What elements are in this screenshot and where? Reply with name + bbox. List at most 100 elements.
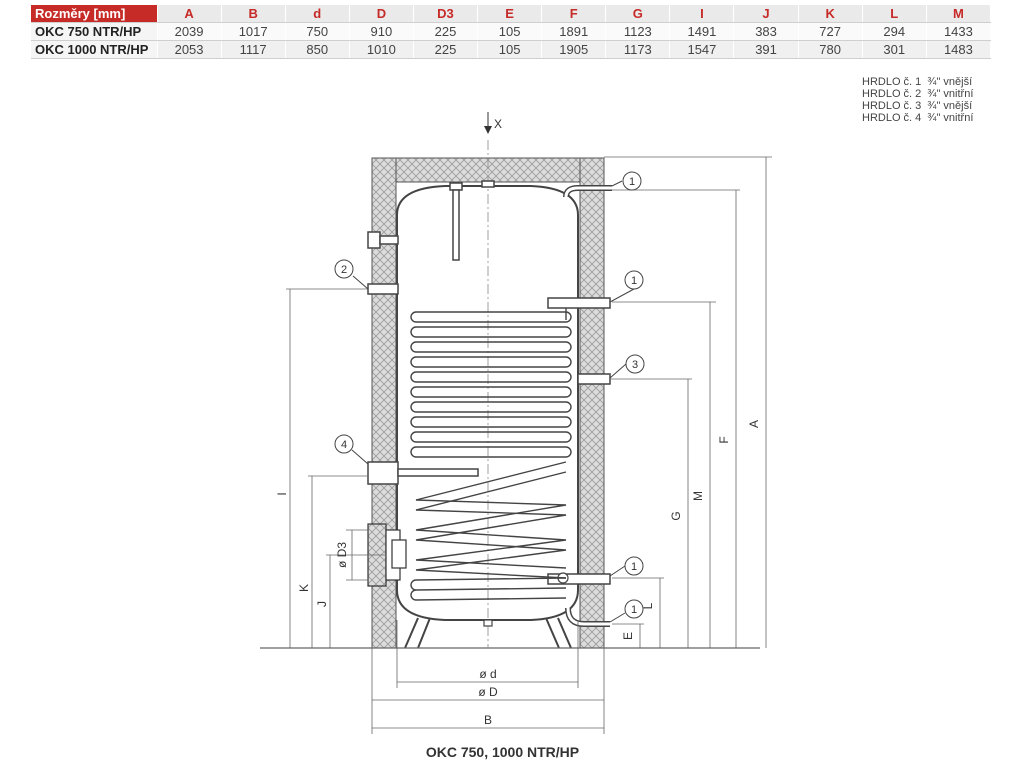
note-label: HRDLO č. 2 [862,88,922,100]
dimension-lines-left [286,288,386,648]
row-model-label: OKC 1000 NTR/HP [31,40,158,59]
column-header: D3 [413,5,479,23]
table-cell: 1483 [926,40,992,59]
column-header: F [541,5,607,23]
dimensions-table: Rozměry [mm] A B d D D3 E F G I J K L M … [31,5,992,59]
dimension-labels-bottom: ø d ø D B [478,667,498,727]
dim-label-x: X [494,117,502,131]
callout-2 [334,259,354,279]
table-cell: 1017 [221,22,286,41]
coil-connection-bottom [547,573,611,585]
callouts [334,171,645,623]
table-cell: 1891 [541,22,607,41]
x-axis-marker: X [484,112,502,134]
dim-label-d: ø d [479,667,496,681]
tank-legs [404,617,572,649]
column-header: L [862,5,927,23]
note-size: ¾" vnitřní [927,112,974,124]
column-header: K [798,5,863,23]
row-model-label: OKC 750 NTR/HP [31,22,158,41]
table-cell: 105 [477,22,543,41]
dim-label-l: L [641,602,655,609]
table-cell: 2053 [157,40,222,59]
note-size: ¾" vnější [927,100,973,112]
table-corner-label: Rozměry [mm] [31,5,158,23]
table-cell: 727 [798,22,863,41]
column-header: J [733,5,799,23]
note-label: HRDLO č. 3 [862,100,922,112]
table-cell: 383 [733,22,799,41]
table-cell: 225 [413,40,479,59]
column-header: E [477,5,543,23]
dim-label-i: I [275,492,289,495]
callout-1-drain [624,599,644,619]
table-cell: 850 [285,40,350,59]
note-item: HRDLO č. 4 ¾" vnitřní [862,112,973,124]
callout-label: 1 [631,561,637,573]
dimension-lines-right [604,156,772,648]
dim-label-b: B [484,713,492,727]
note-item: HRDLO č. 2 ¾" vnitřní [862,88,973,100]
note-size: ¾" vnitřní [927,88,974,100]
callout-label: 1 [629,176,635,188]
dim-label-a: A [747,420,761,428]
callout-4 [334,434,354,454]
table-cell: 1123 [605,22,671,41]
column-header: A [157,5,222,23]
note-item: HRDLO č. 3 ¾" vnější [862,100,973,112]
coil-connection-top [547,297,611,309]
dim-label-e: E [621,632,635,640]
column-header: I [669,5,735,23]
table-cell: 750 [285,22,350,41]
table-cell: 1117 [221,40,286,59]
dimension-lines-bottom [371,620,605,734]
table-header-row: Rozměry [mm] A B d D D3 E F G I J K L M [31,5,992,23]
table-cell: 1010 [349,40,414,59]
table-row: OKC 750 NTR/HP 2039 1017 750 910 225 105… [31,22,992,41]
column-header: d [285,5,350,23]
callout-label: 2 [341,264,347,276]
table-row: OKC 1000 NTR/HP 2053 1117 850 1010 225 1… [31,40,992,59]
column-header: D [349,5,414,23]
dim-label-g: G [669,511,683,520]
note-label: HRDLO č. 4 [862,112,922,124]
dim-label-d3: ø D3 [335,542,349,568]
dim-label-f: F [717,436,731,443]
callout-labels: 1 2 1 3 4 1 1 [341,176,638,616]
anode-rod [449,180,495,261]
callout-label: 4 [341,439,347,451]
connection-2 [367,283,399,295]
drawing-caption: OKC 750, 1000 NTR/HP [425,744,580,760]
table-cell: 301 [862,40,927,59]
table-cell: 105 [477,40,543,59]
table-cell: 2039 [157,22,222,41]
table-cell: 1433 [926,22,992,41]
side-sleeve [367,231,399,249]
dim-label-k: K [297,584,311,592]
dimension-labels-left: I K J ø D3 [275,492,349,607]
callout-label: 1 [631,275,637,287]
table-cell: 1491 [669,22,735,41]
connection-3 [577,373,611,385]
note-label: HRDLO č. 1 [862,76,922,88]
column-header: G [605,5,671,23]
table-cell: 391 [733,40,799,59]
table-cell: 294 [862,22,927,41]
column-header: M [926,5,992,23]
dim-label-m: M [691,491,705,501]
table-cell: 225 [413,22,479,41]
dim-label-big-d: ø D [478,685,498,699]
table-cell: 1905 [541,40,607,59]
table-cell: 780 [798,40,863,59]
dim-label-j: J [315,601,329,607]
tank-shell [396,185,579,621]
table-cell: 1547 [669,40,735,59]
heat-exchanger-coil [410,308,572,601]
callout-label: 1 [631,604,637,616]
bottom-nipple [483,619,493,627]
table-cell: 910 [349,22,414,41]
column-header: B [221,5,286,23]
